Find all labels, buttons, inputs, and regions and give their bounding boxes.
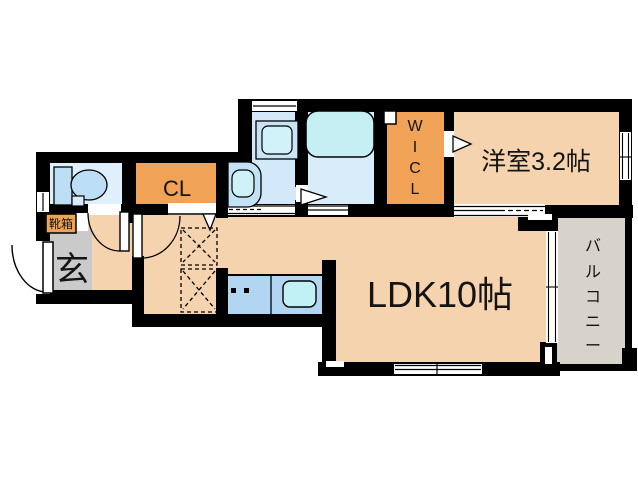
appliance-spaces xyxy=(180,227,218,313)
shoe-box-label: 靴箱 xyxy=(49,216,73,231)
closet-floor xyxy=(134,158,218,210)
labels: CL W I C L 洋室3.2帖 LDK10帖 バ ル コ ニ ー 玄 靴箱 xyxy=(45,118,601,355)
wall-segment xyxy=(216,268,228,327)
balcony-floor xyxy=(550,214,628,368)
shoe-box-outline xyxy=(45,213,77,234)
wicl-pillar-notch xyxy=(383,110,397,125)
wall-segment xyxy=(444,103,454,213)
toilet-door-leaf xyxy=(119,211,130,252)
washbasin-bowl xyxy=(231,169,255,198)
appliance-space-box xyxy=(180,268,218,313)
stove-burner xyxy=(231,288,236,293)
western-room-window xyxy=(620,132,631,180)
wall-segment xyxy=(36,152,252,163)
ldk-label: LDK10帖 xyxy=(367,274,513,315)
bath-door-marker xyxy=(300,188,329,206)
closet-label: CL xyxy=(163,176,191,201)
appliance-space-cross xyxy=(182,229,216,263)
wall-segment xyxy=(238,99,252,165)
balcony-label-char: ル xyxy=(585,264,601,281)
wall-slot xyxy=(528,214,552,220)
wall-notch xyxy=(326,361,344,367)
wall-segment xyxy=(132,314,336,327)
balcony-label-char: コ xyxy=(585,289,601,306)
wall-segment xyxy=(216,158,228,218)
toilet-door-opening xyxy=(88,204,121,215)
appliance-space-cross xyxy=(182,270,216,310)
wall-segment xyxy=(132,256,144,327)
wall-segment xyxy=(122,158,136,210)
ldk-floor xyxy=(143,210,550,366)
wall-segment xyxy=(625,218,632,350)
toilet-bowl xyxy=(70,169,108,201)
western-room-floor xyxy=(450,103,625,213)
toilet-door-swing-arc xyxy=(87,212,121,252)
entry-door-swing-arc xyxy=(11,244,48,293)
kitchen-sink xyxy=(282,280,317,308)
balcony-label-char: ニ xyxy=(585,314,601,331)
laundry-sliding-door xyxy=(228,205,295,215)
wall-segment xyxy=(374,103,387,213)
entry-door-leaf xyxy=(42,241,54,294)
wicl-label-char: I xyxy=(413,139,417,156)
wall-segment xyxy=(238,99,632,112)
wicl-door-opening xyxy=(444,131,454,157)
wall-segment xyxy=(36,290,144,304)
wicl-label-char: W xyxy=(407,118,423,135)
western-room-label: 洋室3.2帖 xyxy=(481,148,591,176)
entrance-floor xyxy=(48,230,92,294)
wicl-label-char: L xyxy=(411,181,420,198)
openings xyxy=(36,101,631,374)
hall-door-leaf xyxy=(132,213,143,259)
wall-slot xyxy=(545,347,552,364)
entrance-step-band xyxy=(76,213,88,231)
wicl-door-marker xyxy=(452,134,473,154)
balcony-label-char: ー xyxy=(585,338,601,355)
toilet-handle xyxy=(71,195,85,207)
wicl-label-char: C xyxy=(409,160,421,177)
bathtub xyxy=(305,110,375,158)
closet-opening xyxy=(168,203,216,215)
closet-door-marker xyxy=(202,213,217,232)
entrance-label: 玄 xyxy=(55,251,89,289)
doors xyxy=(11,211,217,294)
fixtures xyxy=(53,110,375,316)
wall-segment xyxy=(550,364,637,371)
hall-door-swing-arc xyxy=(141,215,181,259)
wall-segment xyxy=(545,205,633,218)
balcony-label-char: バ xyxy=(585,238,601,255)
appliance-space-box xyxy=(180,227,218,266)
stove-burner xyxy=(244,288,249,293)
shoe-box: 靴箱 xyxy=(45,213,77,234)
toilet-tank xyxy=(53,166,73,206)
washer-pan-inner xyxy=(261,125,293,155)
